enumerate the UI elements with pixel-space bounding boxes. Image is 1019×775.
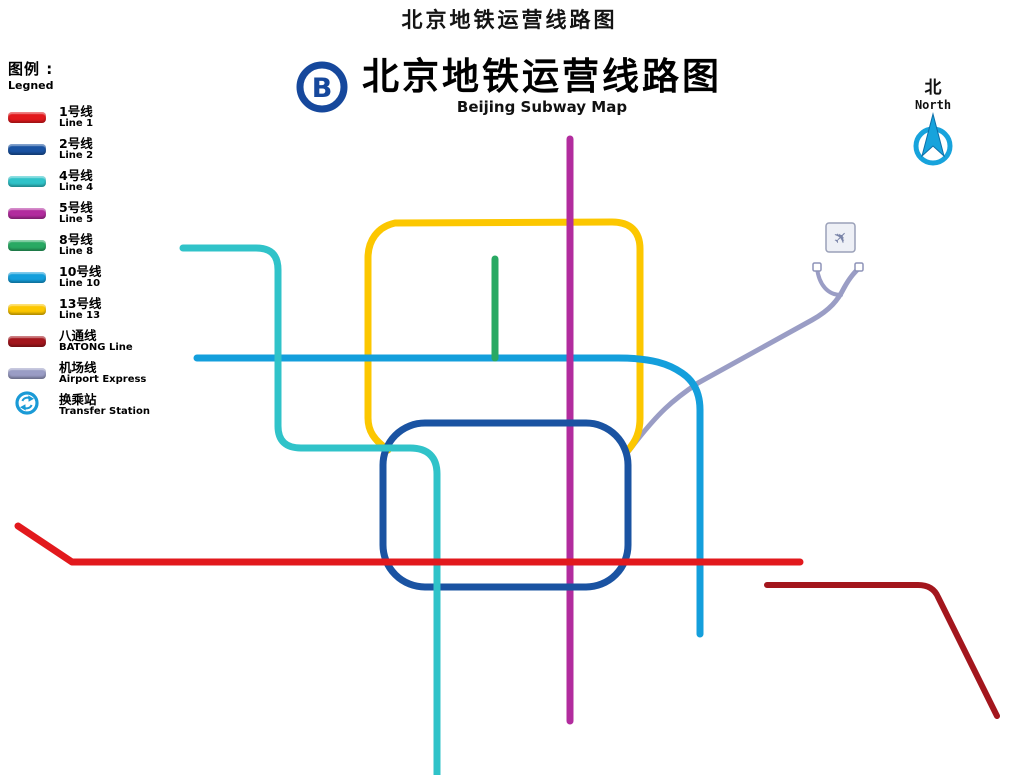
line-10-path [193,354,704,638]
legend-label-en: BATONG Line [59,342,133,354]
legend-swatch [8,271,46,283]
legend-label-en: Line 1 [59,118,94,130]
legend-label-en: Airport Express [59,374,147,386]
airport-terminal-marker [854,262,864,272]
legend-label-zh: 2号线 [59,135,93,151]
legend-label-en: Line 2 [59,150,94,162]
legend-swatch [8,111,46,123]
line-airport-path [625,265,862,455]
legend-label-zh: 5号线 [59,199,93,215]
map-decorations: ✈ [812,222,864,272]
compass: 北 North [903,80,963,174]
metro-lines [14,135,1000,775]
legend-swatch [8,143,46,155]
legend-swatch [8,335,46,347]
legend-label-en: Transfer Station [59,406,150,418]
legend-swatch [8,239,46,251]
svg-text:B: B [312,73,333,104]
compass-icon [913,112,953,166]
legend-swatch [8,175,46,187]
transfer-station-icon [8,390,46,420]
map-title-en: Beijing Subway Map [456,97,628,116]
legend-title-zh: 图例 : [8,60,54,78]
legend-label-zh: 换乘站 [59,391,97,407]
beijing-subway-logo-icon: B [294,59,350,115]
map-title-block: 北京地铁运营线路图 Beijing Subway Map [362,55,722,116]
airplane-icon: ✈ [825,222,856,253]
legend-label-zh: 10号线 [59,263,102,279]
line-13-path [364,218,644,454]
legend-label-en: Line 4 [59,182,94,194]
legend-label-zh: 13号线 [59,295,102,311]
map-title-zh: 北京地铁运营线路图 [362,55,722,98]
map-header: B 北京地铁运营线路图 Beijing Subway Map [294,55,722,116]
page-title: 北京地铁运营线路图 [401,8,618,32]
line-airport-branch [815,266,843,297]
legend-label-en: Line 13 [59,310,101,322]
legend-label-en: Line 5 [59,214,94,226]
airport-terminal-marker [812,262,822,272]
legend-title-en: Legned [8,79,54,92]
legend-label-zh: 八通线 [59,327,97,343]
line-1-path [14,522,804,566]
compass-label-en: North [914,98,952,112]
compass-label-zh: 北 [924,78,942,98]
line-batong-path [764,582,1000,719]
legend-swatch [8,367,46,379]
line-4-path [179,244,441,775]
legend-label-zh: 8号线 [59,231,93,247]
legend-label-en: Line 8 [59,246,94,258]
legend-label-zh: 1号线 [59,103,93,119]
legend-label-zh: 机场线 [59,359,97,375]
legend-label-zh: 4号线 [59,167,93,183]
legend-swatch [8,303,46,315]
legend-swatch [8,207,46,219]
legend-label-en: Line 10 [59,278,101,290]
